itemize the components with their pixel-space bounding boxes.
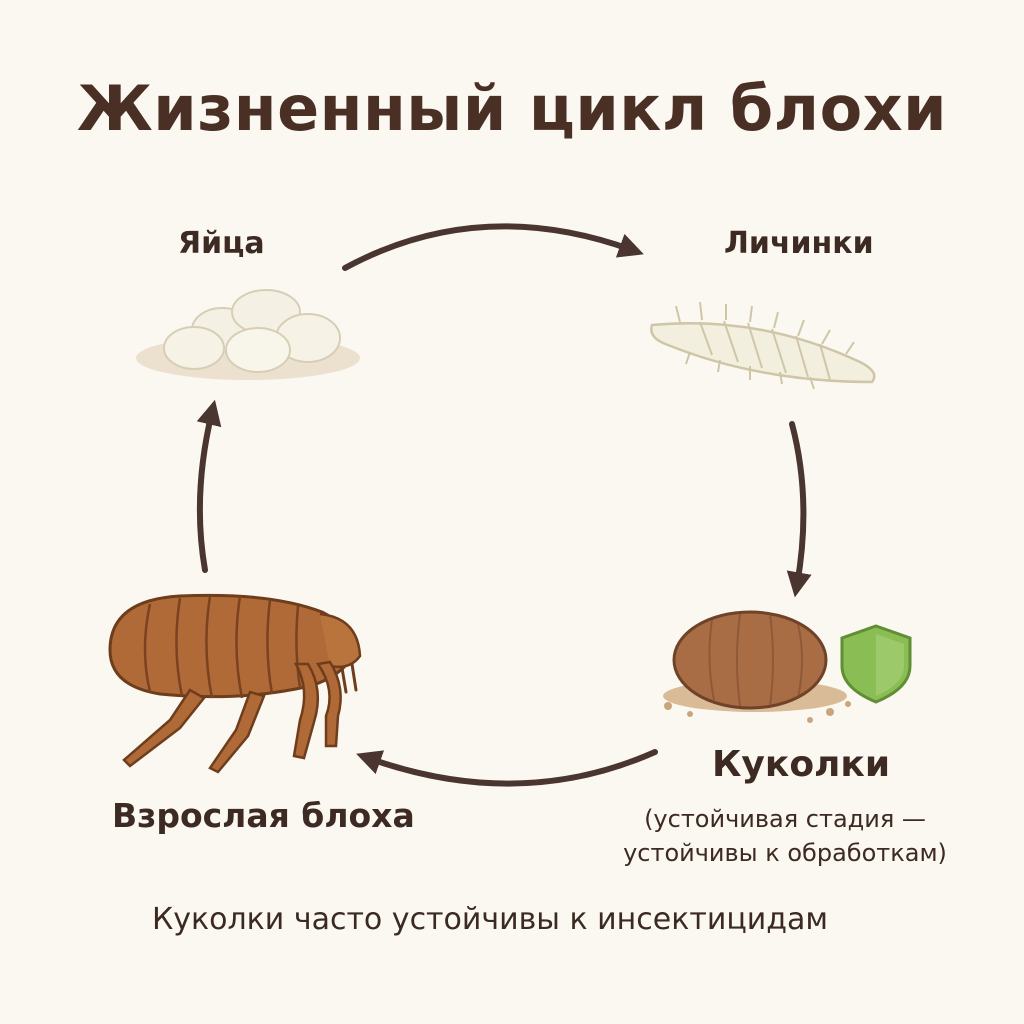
arrow-eggs-to-larva — [342, 223, 644, 271]
arrow-pupa-to-adult — [356, 749, 658, 787]
stage-label-pupa: Куколки — [712, 744, 891, 785]
pupa-note-line-1: (устойчивая стадия — — [644, 805, 926, 833]
stage-label-eggs: Яйца — [178, 226, 265, 261]
pupa-icon — [663, 610, 851, 723]
page-title: Жизненный цикл блохи — [76, 72, 948, 145]
stage-label-adult: Взрослая блоха — [112, 796, 415, 835]
arrow-larva-to-pupa — [786, 421, 812, 598]
footer-note: Куколки часто устойчивы к инсектицидам — [151, 902, 828, 937]
flea-icon — [108, 593, 362, 774]
pupa-note: (устойчивая стадия — устойчивы к обработ… — [590, 802, 980, 870]
arrow-adult-to-eggs — [196, 399, 222, 573]
eggs-icon — [136, 289, 360, 380]
stage-label-larva: Личинки — [724, 226, 874, 261]
pupa-note-line-2: устойчивы к обработкам) — [623, 839, 947, 867]
larva-icon — [650, 301, 876, 390]
shield-icon — [840, 624, 912, 704]
